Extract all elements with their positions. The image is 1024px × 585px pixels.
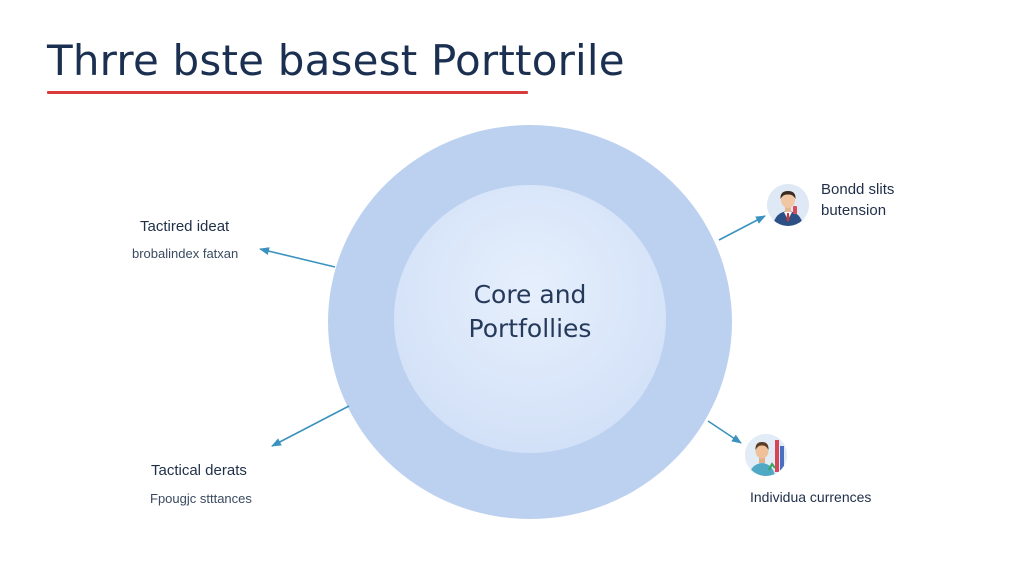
title-underline: [47, 91, 528, 94]
center-label-line2: Portfollies: [468, 314, 592, 343]
arrow-top-right: [718, 215, 766, 241]
person-chart-icon: [745, 434, 787, 476]
node-top-right-line1: Bondd slits: [821, 181, 895, 198]
inner-circle: [394, 185, 666, 453]
arrow-bottom-left: [271, 405, 350, 447]
arrow-bottom-right: [707, 420, 742, 444]
center-label: Core and Portfollies: [394, 278, 666, 346]
arrow-top-left: [259, 247, 336, 268]
page-title: Thrre bste basest Porttorile: [47, 36, 625, 85]
node-bottom-right-label: Individua currences: [750, 489, 872, 505]
node-bottom-left-subtitle: Fpougjc stttances: [150, 491, 252, 506]
businessman-icon: [767, 184, 809, 226]
center-label-line1: Core and: [473, 280, 587, 309]
node-top-left-subtitle: brobalindex fatxan: [132, 246, 239, 261]
node-top-right-line2: butension: [821, 202, 887, 219]
node-top-left-title: Tactired ideat: [140, 218, 230, 235]
node-bottom-left-title: Tactical derats: [151, 462, 247, 479]
